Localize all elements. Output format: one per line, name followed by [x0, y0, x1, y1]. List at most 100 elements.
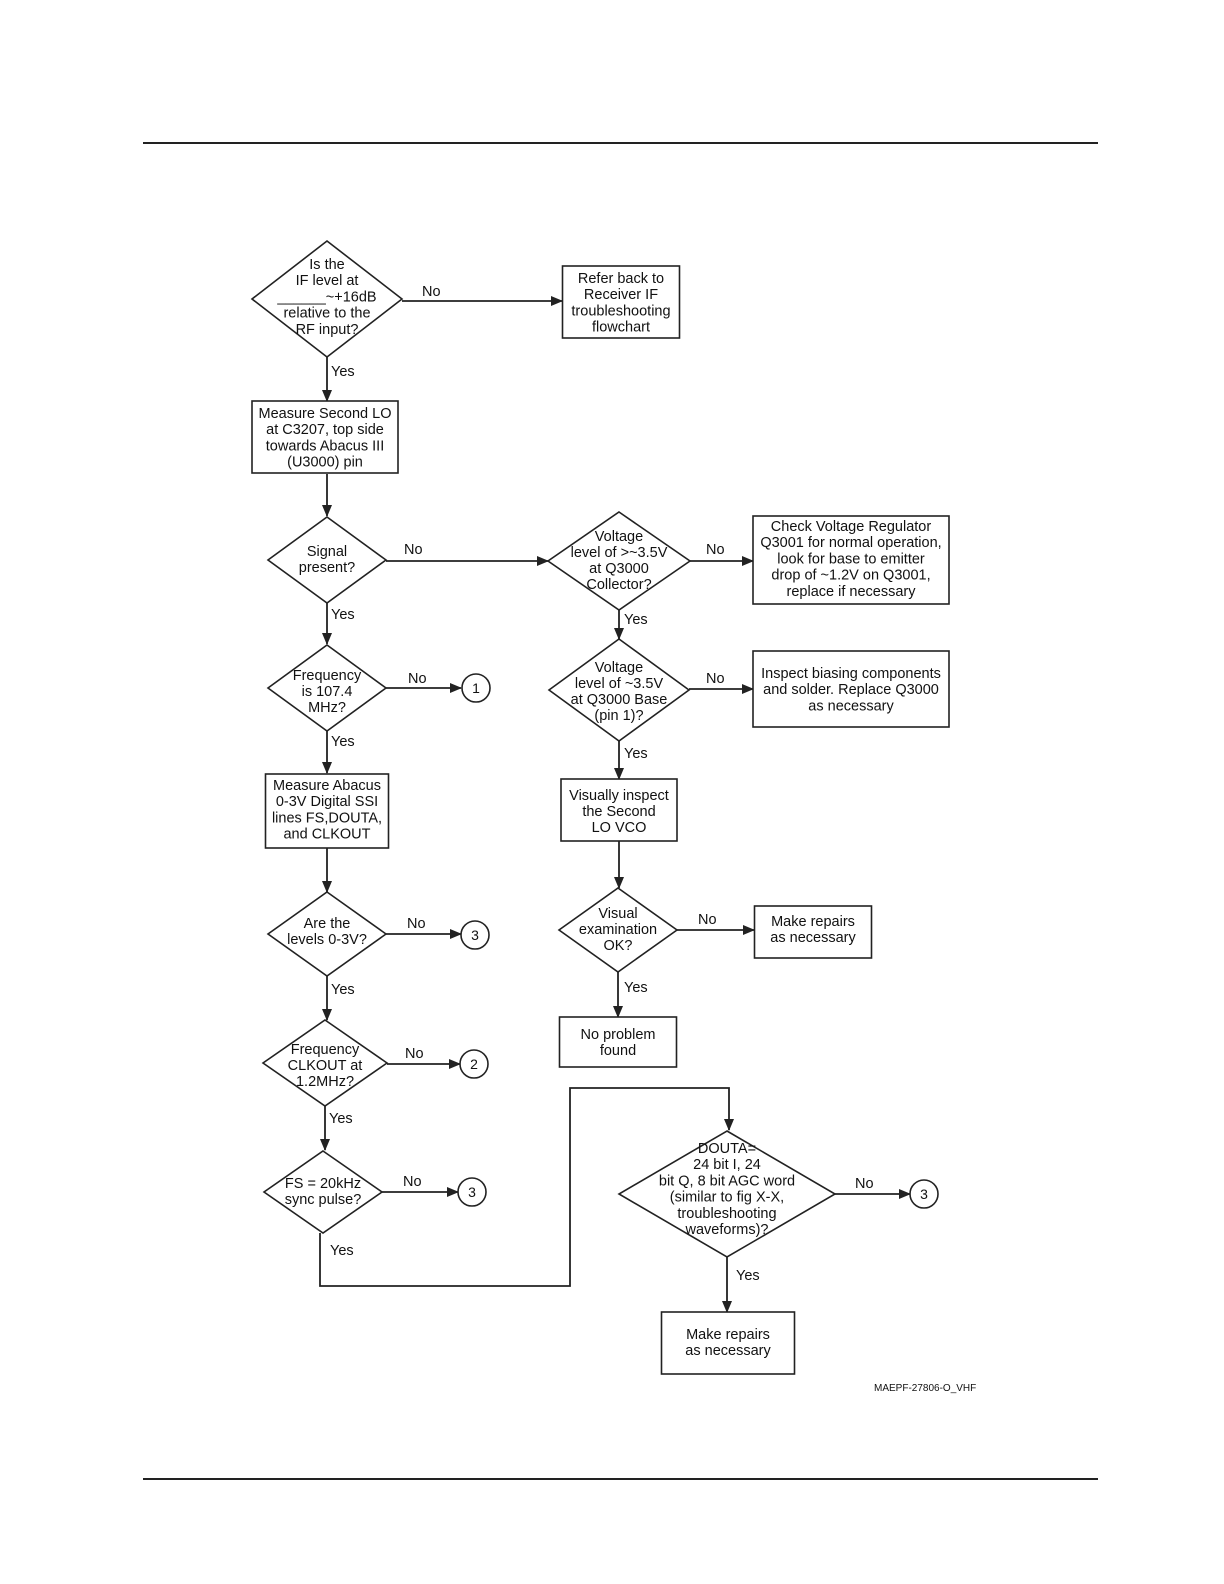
connector-label: 1	[472, 680, 480, 696]
top-rule	[143, 142, 1098, 144]
node-text: RF input?	[296, 322, 359, 338]
bottom-rule	[143, 1478, 1098, 1480]
node-text: (U3000) pin	[287, 455, 363, 471]
edge-label-yes: Yes	[331, 982, 355, 998]
decision-d-voltage-collector	[546, 511, 692, 611]
node-text: levels 0-3V?	[287, 932, 367, 948]
edge-label-no: No	[706, 671, 725, 687]
edge-label-yes: Yes	[331, 364, 355, 380]
node-text: examination	[579, 922, 657, 938]
node-text: (similar to fig X-X,	[670, 1190, 784, 1206]
edge-label-no: No	[422, 284, 441, 300]
node-text: as necessary	[770, 930, 856, 946]
node-text: waveforms)?	[685, 1222, 769, 1238]
node-text: LO VCO	[592, 820, 647, 836]
process-b-no-problem	[558, 1016, 678, 1068]
node-text: No problem	[581, 1027, 656, 1043]
decision-d-levels-03v	[266, 891, 388, 977]
node-text: Make repairs	[771, 914, 855, 930]
node-text: look for base to emitter	[777, 551, 925, 567]
off-page-connector	[909, 1179, 939, 1209]
edge-label-no: No	[706, 542, 725, 558]
node-text: Inspect biasing components	[761, 666, 941, 682]
process-b-check-regulator	[752, 515, 950, 605]
decision-d-signal-present	[266, 516, 388, 604]
edge-label-yes: Yes	[736, 1268, 760, 1284]
node-text: ______~+16dB	[276, 289, 376, 305]
node-text: replace if necessary	[787, 584, 917, 600]
off-page-connector	[459, 1049, 489, 1079]
node-text: sync pulse?	[285, 1192, 362, 1208]
node-text: CLKOUT at	[288, 1058, 363, 1074]
node-text: as necessary	[808, 698, 894, 714]
flow-edges	[319, 296, 911, 1313]
node-text: Visual	[598, 906, 637, 922]
node-text: Check Voltage Regulator	[771, 519, 932, 535]
node-text: found	[600, 1043, 636, 1059]
process-b-inspect-biasing	[752, 650, 950, 728]
connector-label: 3	[920, 1186, 928, 1202]
off-page-connector	[457, 1177, 487, 1207]
node-text: and solder. Replace Q3000	[763, 682, 939, 698]
process-b-measure-lo	[251, 400, 399, 474]
edge-label-no: No	[405, 1046, 424, 1062]
node-text: Frequency	[293, 668, 362, 684]
node-text: OK?	[603, 938, 632, 954]
node-text: Collector?	[586, 577, 651, 593]
process-b-measure-abacus	[264, 773, 390, 849]
decision-d-clkout	[261, 1019, 389, 1107]
node-text: Visually inspect	[569, 788, 669, 804]
node-text: level of >~3.5V	[571, 545, 668, 561]
node-text: and CLKOUT	[283, 827, 370, 843]
node-text: MHz?	[308, 700, 346, 716]
edge-label-yes: Yes	[331, 734, 355, 750]
edge-label-yes: Yes	[624, 746, 648, 762]
decision-d-frequency-1074	[266, 644, 388, 732]
decision-d-voltage-base	[547, 638, 691, 742]
node-text: 0-3V Digital SSI	[276, 794, 378, 810]
node-text: relative to the	[283, 306, 370, 322]
node-text: Measure Second LO	[259, 406, 392, 422]
connector-label: 2	[470, 1056, 478, 1072]
node-text: (pin 1)?	[594, 708, 643, 724]
connector-label: 3	[471, 927, 479, 943]
edge-label-yes: Yes	[331, 607, 355, 623]
figure-id: MAEPF-27806-O_VHF	[874, 1383, 977, 1394]
node-text: lines FS,DOUTA,	[272, 810, 382, 826]
edge-label-no: No	[855, 1176, 874, 1192]
edge-label-yes: Yes	[624, 612, 648, 628]
edge-label-no: No	[407, 916, 426, 932]
node-text: troubleshooting	[677, 1206, 776, 1222]
node-text: Voltage	[595, 660, 643, 676]
node-text: DOUTA=	[698, 1141, 756, 1157]
decision-d-fs-sync	[262, 1150, 384, 1234]
node-text: at Q3000 Base	[571, 692, 668, 708]
connector-label: 3	[468, 1184, 476, 1200]
node-text: Frequency	[291, 1042, 360, 1058]
flow-arrow	[319, 1087, 734, 1287]
edge-label-yes: Yes	[329, 1111, 353, 1127]
node-text: Voltage	[595, 529, 643, 545]
node-text: drop of ~1.2V on Q3001,	[771, 568, 930, 584]
node-text: Is the	[309, 257, 344, 273]
flow-shapes	[250, 239, 950, 1375]
node-text: Receiver IF	[584, 287, 658, 303]
process-b-visual-inspect	[560, 778, 678, 842]
node-text: troubleshooting	[571, 303, 670, 319]
node-text: flowchart	[592, 320, 650, 336]
node-text: Make repairs	[686, 1327, 770, 1343]
decision-d-douta	[617, 1130, 837, 1258]
node-text: as necessary	[685, 1343, 771, 1359]
edge-label-no: No	[403, 1174, 422, 1190]
process-b-repairs-2	[660, 1311, 796, 1375]
edge-label-yes: Yes	[624, 980, 648, 996]
node-text: FS = 20kHz	[285, 1176, 361, 1192]
node-text: Signal	[307, 544, 347, 560]
node-text: bit Q, 8 bit AGC word	[659, 1173, 795, 1189]
edge-label-no: No	[698, 912, 717, 928]
off-page-connector	[460, 920, 490, 950]
decision-d-visual-ok	[557, 887, 679, 973]
edge-label-no: No	[404, 542, 423, 558]
